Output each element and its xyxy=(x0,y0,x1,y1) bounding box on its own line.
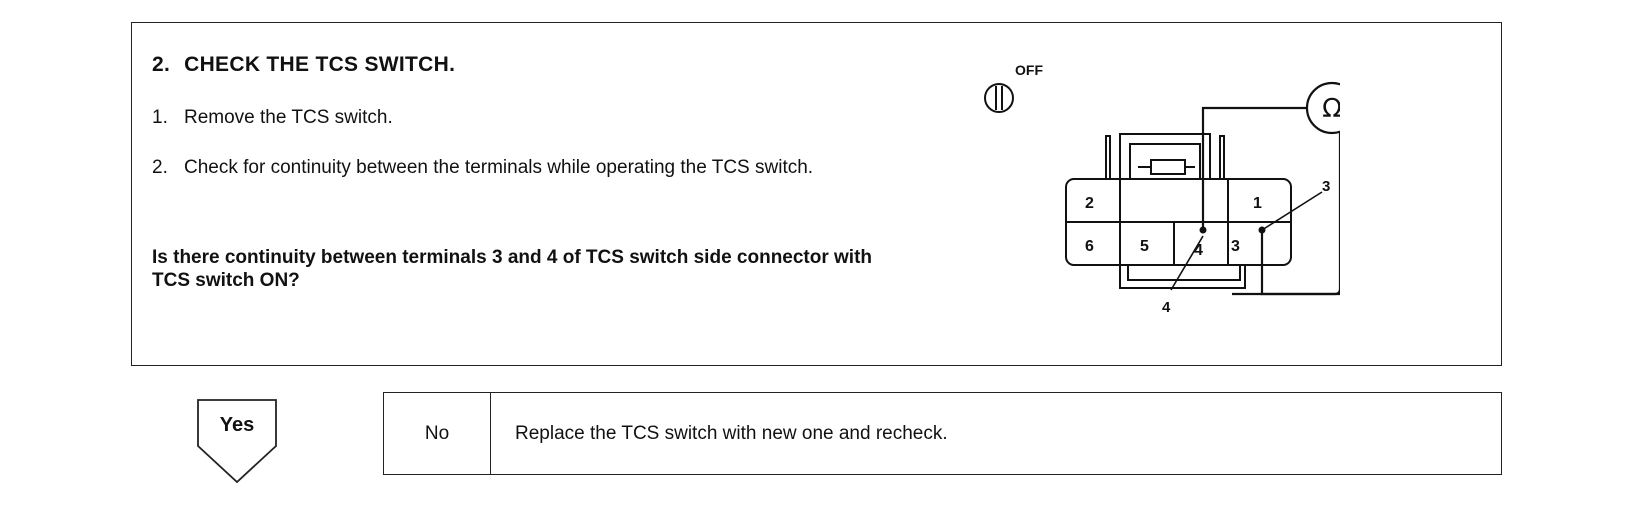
step-item-remove: 1. Remove the TCS switch. xyxy=(152,106,884,129)
ohm-symbol: Ω xyxy=(1322,94,1340,124)
ohmmeter-icon: Ω xyxy=(1305,81,1340,135)
terminal-label-6: 6 xyxy=(1085,238,1094,255)
no-result-box: No Replace the TCS switch with new one a… xyxy=(383,392,1502,475)
step-question: Is there continuity between terminals 3 … xyxy=(152,247,873,291)
no-label: No xyxy=(384,393,491,474)
callout-label-3: 3 xyxy=(1322,178,1330,195)
terminal-label-1: 1 xyxy=(1253,195,1262,212)
terminal-label-4: 4 xyxy=(1194,242,1203,259)
step-item-text: Remove the TCS switch. xyxy=(184,107,393,128)
ignition-off-label: OFF xyxy=(1015,62,1043,78)
step-box: 2. CHECK THE TCS SWITCH. 1. Remove the TCS… xyxy=(131,22,1502,366)
step-item-check: 2. Check for continuity between the termi… xyxy=(152,156,884,179)
probe-contact-4 xyxy=(1199,226,1207,234)
terminal-label-3: 3 xyxy=(1231,238,1240,255)
terminal-label-2: 2 xyxy=(1085,195,1094,212)
callout-leader-4 xyxy=(1170,235,1204,291)
connector-body xyxy=(1065,133,1292,289)
step-item-number: 1. xyxy=(152,107,168,128)
no-action-text: Replace the TCS switch with new one and … xyxy=(515,422,948,444)
yes-label: Yes xyxy=(219,414,255,436)
step-title: 2. CHECK THE TCS SWITCH. xyxy=(152,53,455,77)
connector-diagram: OFF 2 1 6 5 4 3 Ω xyxy=(984,62,1340,316)
step-item-number: 2. xyxy=(152,157,168,178)
callout-label-4: 4 xyxy=(1162,299,1171,316)
terminal-label-5: 5 xyxy=(1140,238,1149,255)
step-title-text: CHECK THE TCS SWITCH. xyxy=(184,53,456,76)
step-item-text: Check for continuity between the termina… xyxy=(184,157,814,178)
step-number: 2. xyxy=(152,53,171,76)
yes-arrow-icon xyxy=(197,399,277,484)
callout-leader-3 xyxy=(1261,191,1323,231)
ignition-key-icon xyxy=(984,83,1014,113)
